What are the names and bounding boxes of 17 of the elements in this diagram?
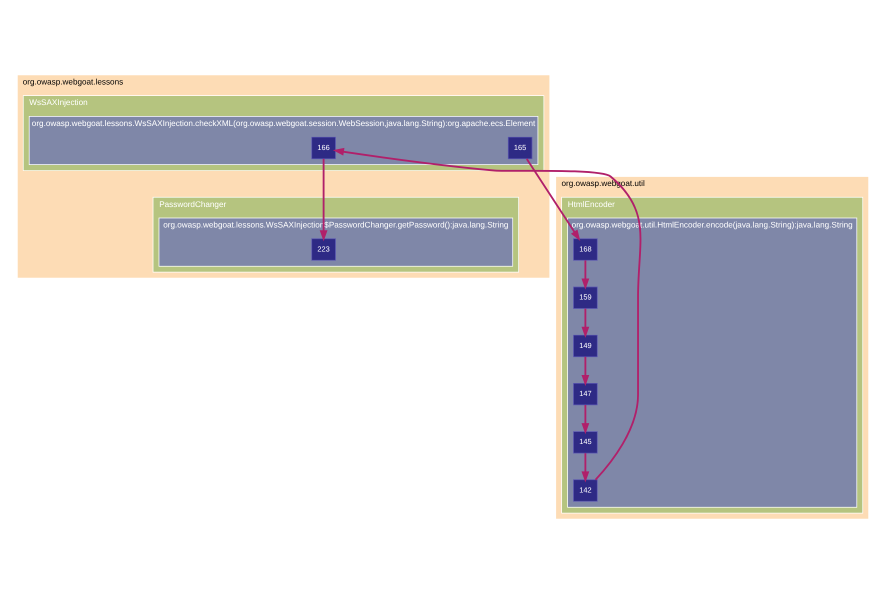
node-box: 168	[573, 238, 598, 261]
arrow	[332, 148, 642, 480]
arrow	[320, 158, 328, 242]
node-box: 223	[311, 238, 336, 261]
arrow	[526, 158, 580, 241]
node-box: 147	[573, 383, 598, 406]
node-box: 166	[311, 136, 336, 160]
node-box: 159	[573, 286, 598, 309]
arrow	[581, 356, 590, 386]
node-box: 149	[573, 334, 598, 358]
node-box: 145	[573, 431, 598, 454]
node-box: 165	[508, 136, 532, 160]
arrow	[581, 405, 590, 434]
arrow	[581, 453, 590, 482]
arrow	[581, 260, 590, 290]
arrow	[581, 308, 590, 338]
node-box: 142	[573, 479, 598, 502]
